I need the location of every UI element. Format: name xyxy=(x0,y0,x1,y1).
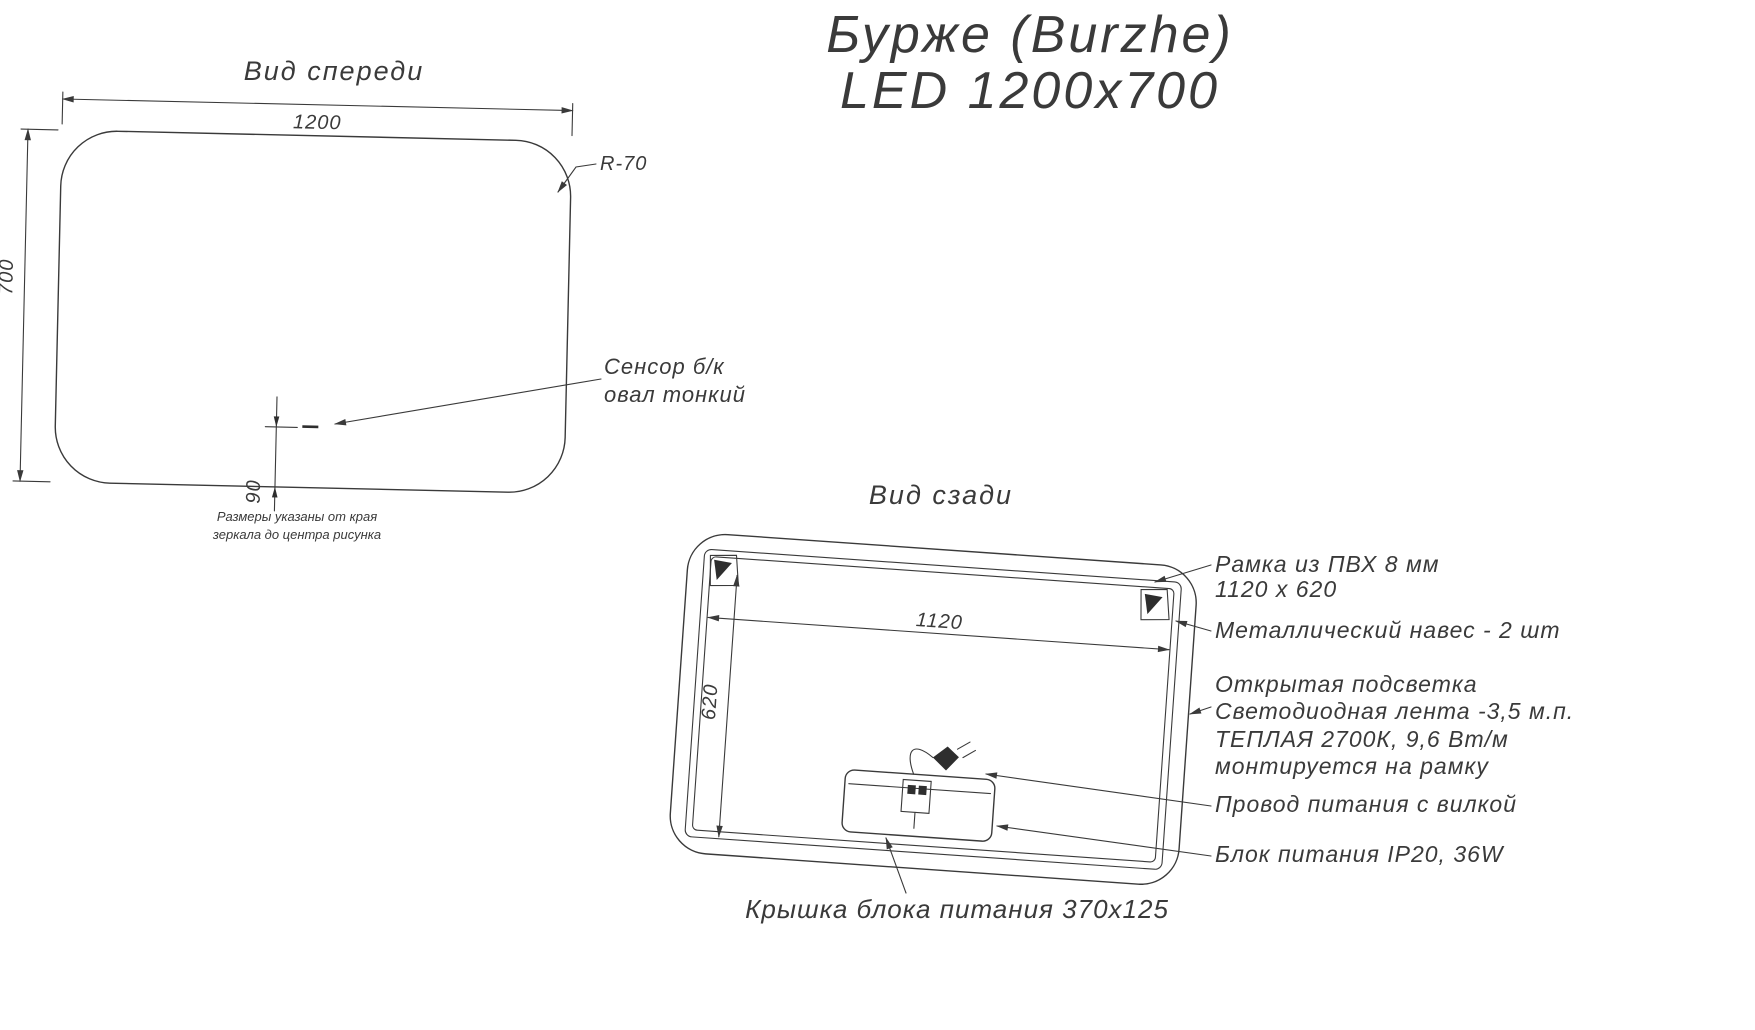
dim-frame-width-value: 1120 xyxy=(915,609,963,634)
pvc-frame-inner xyxy=(692,556,1175,863)
hanger-leader-line xyxy=(1175,620,1212,632)
dimension-frame-width-1120: 1120 xyxy=(707,609,1170,653)
pvc-frame-outer xyxy=(684,548,1182,870)
dimension-frame-height-620: 620 xyxy=(698,574,740,838)
drawing-title-line2: LED 1200x700 xyxy=(840,62,1220,120)
power-plug-icon xyxy=(909,741,977,775)
sensor-callout-line1: Сенсор б/к xyxy=(604,354,725,379)
front-view-drawing: 1200 700 90 xyxy=(0,91,574,512)
sensor-leader-line xyxy=(334,378,602,426)
hanger-callout: Металлический навес - 2 шт xyxy=(1215,617,1560,643)
radius-leader-line xyxy=(557,163,597,193)
sensor-callout-line2: овал тонкий xyxy=(604,382,746,407)
front-note-line2: зеркала до центра рисунка xyxy=(212,527,381,542)
dim-width-value: 1200 xyxy=(293,111,342,134)
frame-callout-line1: Рамка из ПВХ 8 мм xyxy=(1215,551,1440,577)
backlight-callout-line2: Светодиодная лента -3,5 м.п. xyxy=(1215,698,1574,724)
dimension-sensor-offset-90: 90 xyxy=(243,396,319,512)
power-cord-callout: Провод питания с вилкой xyxy=(1215,791,1517,817)
power-supply-callout: Блок питания IP20, 36W xyxy=(1215,841,1505,867)
power-cord-leader-line xyxy=(985,772,1212,807)
backlight-callout-line3: ТЕПЛАЯ 2700К, 9,6 Вт/м xyxy=(1215,726,1509,752)
psu-connector xyxy=(900,778,932,814)
dim-frame-height-value: 620 xyxy=(698,683,722,721)
back-view-drawing: 1120 620 xyxy=(669,533,1197,885)
radius-label: R-70 xyxy=(600,153,647,175)
drawing-title-line1: Бурже (Burzhe) xyxy=(826,6,1234,64)
dimension-width-1200: 1200 xyxy=(61,91,574,137)
cover-leader-line xyxy=(885,837,907,894)
power-supply-box xyxy=(841,769,996,842)
dimension-height-700: 700 xyxy=(0,128,59,483)
back-view-label: Вид сзади xyxy=(869,480,1013,510)
front-view-label: Вид спереди xyxy=(244,56,425,86)
frame-leader-line xyxy=(1154,564,1212,583)
backlight-callout-line1: Открытая подсветка xyxy=(1215,671,1478,697)
front-note-line1: Размеры указаны от края xyxy=(217,509,377,524)
backlight-callout-line4: монтируется на рамку xyxy=(1215,753,1489,779)
frame-callout-line2: 1120 x 620 xyxy=(1215,576,1337,602)
mirror-outline xyxy=(54,130,572,493)
back-panel-outline xyxy=(669,533,1197,885)
power-supply-leader-line xyxy=(996,824,1212,857)
backlight-leader-line xyxy=(1189,706,1212,715)
dim-sensor-offset-value: 90 xyxy=(243,479,266,504)
cover-callout: Крышка блока питания 370x125 xyxy=(745,894,1169,924)
dim-height-value: 700 xyxy=(0,258,18,295)
hanger-right-icon xyxy=(1140,588,1170,621)
